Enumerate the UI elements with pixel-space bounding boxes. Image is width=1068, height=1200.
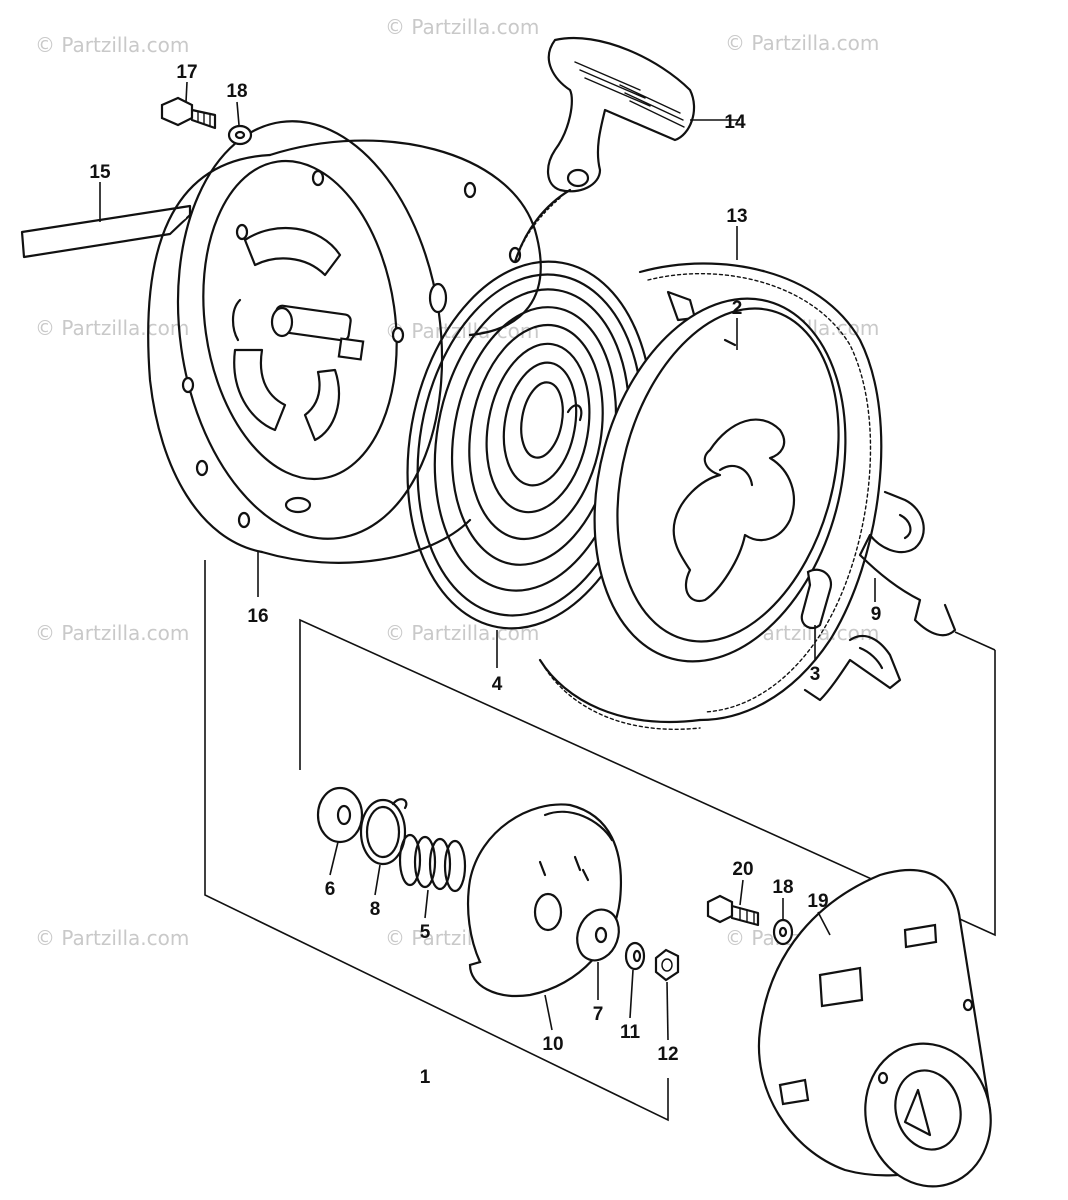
callout-5: 5 bbox=[420, 922, 431, 943]
callout-1: 1 bbox=[420, 1067, 431, 1088]
part-8-return-spring bbox=[359, 798, 408, 866]
callout-labels: 17 18 15 16 14 13 2 4 3 9 6 8 5 10 7 11 … bbox=[89, 62, 881, 1088]
part-6-washer bbox=[316, 786, 364, 844]
watermark-8: © Partzilla.com bbox=[385, 621, 539, 645]
part-15-decal bbox=[20, 204, 192, 259]
part-9-pawl-spring bbox=[803, 490, 957, 702]
callout-11: 11 bbox=[620, 1022, 641, 1043]
callout-10: 10 bbox=[542, 1034, 563, 1055]
part-3-pawl bbox=[800, 568, 833, 630]
callout-12: 12 bbox=[657, 1044, 678, 1065]
callout-7: 7 bbox=[593, 1004, 604, 1025]
part-2-reel bbox=[593, 297, 847, 663]
part-18-lock-washer-bottom bbox=[772, 918, 794, 946]
callout-17: 17 bbox=[176, 62, 197, 83]
watermark-1: © Partzilla.com bbox=[35, 33, 189, 57]
callout-19: 19 bbox=[807, 891, 828, 912]
part-13-rope bbox=[538, 262, 883, 730]
part-19-cover-cup bbox=[757, 868, 992, 1188]
callout-13: 13 bbox=[726, 206, 747, 227]
callout-8: 8 bbox=[370, 899, 381, 920]
part-7-washer bbox=[576, 908, 620, 962]
part-17-bolt bbox=[160, 96, 217, 130]
leader-lines bbox=[99, 81, 876, 1041]
callout-2: 2 bbox=[732, 298, 743, 319]
callout-20: 20 bbox=[732, 859, 753, 880]
part-5-coil-spring bbox=[398, 833, 467, 893]
watermark-5: © Partzilla.com bbox=[385, 319, 539, 343]
watermark-2: © Partzilla.com bbox=[385, 15, 539, 39]
part-11-lock-washer bbox=[624, 941, 646, 971]
watermark-4: © Partzilla.com bbox=[35, 316, 189, 340]
part-18-lock-washer-top bbox=[227, 124, 253, 146]
callout-6: 6 bbox=[325, 879, 336, 900]
watermark-7: © Partzilla.com bbox=[35, 621, 189, 645]
watermark-3: © Partzilla.com bbox=[725, 31, 879, 55]
part-14-starter-handle bbox=[513, 36, 695, 264]
part-12-nut bbox=[654, 948, 680, 982]
callout-18-top: 18 bbox=[226, 81, 247, 102]
assembly-bracket-lines bbox=[204, 560, 996, 1122]
callout-18-bottom: 18 bbox=[772, 877, 793, 898]
callout-16: 16 bbox=[247, 606, 268, 627]
part-20-bolt bbox=[706, 894, 760, 927]
callout-3: 3 bbox=[810, 664, 821, 685]
callout-4: 4 bbox=[492, 674, 503, 695]
callout-9: 9 bbox=[871, 604, 882, 625]
part-16-starter-housing bbox=[147, 120, 542, 564]
callout-14: 14 bbox=[724, 112, 746, 133]
callout-15: 15 bbox=[89, 162, 111, 183]
watermark-10: © Partzilla.com bbox=[35, 926, 189, 950]
